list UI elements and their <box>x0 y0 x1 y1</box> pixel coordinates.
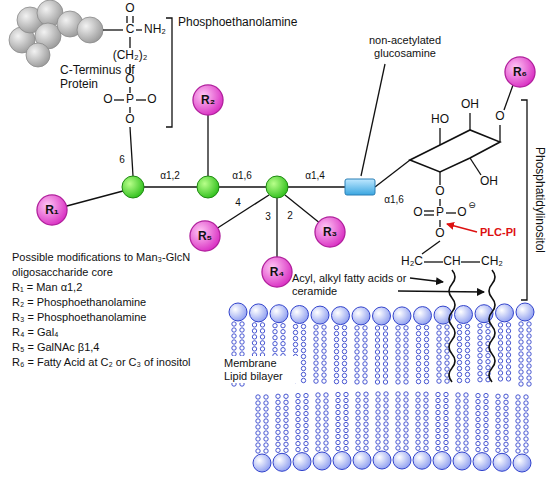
linkage-label: α1,6 <box>384 194 404 206</box>
cleavage-arrow <box>447 224 477 232</box>
group-symbol: CH₂ <box>481 255 503 269</box>
substituent-circle: R₃ <box>314 216 346 248</box>
substituent-circle: R₁ <box>36 194 68 226</box>
position-number: 6 <box>119 154 125 166</box>
glucosamine-label: non-acetylated glucosamine <box>357 34 453 59</box>
membrane-label: Membrane Lipid bilayer <box>222 356 300 383</box>
legend-line: R₅ = GalNAc β1,4 <box>12 340 227 355</box>
group-symbol: CH <box>443 255 460 269</box>
protein-blob <box>9 0 103 67</box>
substituent-label: R₂ <box>192 93 224 107</box>
legend-line: R₁ = Man α1,2 <box>12 280 227 295</box>
legend-line: R₆ = Fatty Acid at C₂ or C₃ of inositol <box>12 355 227 370</box>
lipid-label: Acyl, alkyl fatty acids or ceramide <box>292 272 417 297</box>
bracket-label: Phosphatidylinositol <box>532 147 546 253</box>
legend-line: R₂ = Phosphoethanolamine <box>12 295 227 310</box>
substituent-circle: R₆ <box>504 56 536 88</box>
linkage-label: α1,4 <box>305 170 325 182</box>
enzyme-label: PLC-PI <box>480 226 516 239</box>
group-symbol: (CH₂)₂ <box>113 49 148 63</box>
linkage-label: α1,2 <box>160 170 180 182</box>
substituent-label: R₄ <box>261 265 293 279</box>
legend-line: R₄ = Gal₄ <box>12 325 227 340</box>
mannose-residues <box>122 176 288 198</box>
legend-line: Possible modifications to Man₃-GlcN olig… <box>12 250 227 280</box>
bracket-label: Phosphoethanolamine <box>178 16 297 30</box>
substituent-circle: R₂ <box>192 84 224 116</box>
position-number: 4 <box>235 197 241 209</box>
hydroxyl-label: HO <box>431 113 449 127</box>
protein-label: C-Terminus of Protein <box>60 64 140 92</box>
glucosamine-block <box>345 179 375 195</box>
atom-symbol: O <box>147 93 156 107</box>
linkage-label: α1,6 <box>232 170 252 182</box>
substituent-label: R₆ <box>504 65 536 79</box>
atom-symbol: C <box>126 23 135 37</box>
atom-symbol: P <box>436 206 444 220</box>
hydroxyl-label: OH <box>461 98 479 112</box>
substituent-label: R₅ <box>189 229 221 243</box>
hydroxyl-label: OH <box>480 175 498 189</box>
atom-symbol: O <box>495 110 504 124</box>
substituent-label: R₁ <box>36 203 68 217</box>
atom-symbol: P <box>126 93 134 107</box>
atom-symbol: O <box>457 206 466 220</box>
atom-symbol: O <box>413 206 422 220</box>
atom-symbol: O <box>125 2 134 16</box>
atom-symbol: O <box>435 227 444 241</box>
atom-symbol: O <box>435 185 444 199</box>
group-symbol: H₂C <box>401 255 423 269</box>
legend-column: Possible modifications to Man₃-GlcN olig… <box>12 250 227 370</box>
position-number: 3 <box>265 211 271 223</box>
atom-symbol: O <box>125 113 134 127</box>
position-number: 2 <box>287 210 293 222</box>
substituent-circle: R₄ <box>261 256 293 288</box>
lipid-bilayer <box>229 303 534 472</box>
legend-line: R₃ = Phosphoethanolamine <box>12 310 227 325</box>
atom-symbol: O <box>103 93 112 107</box>
substituent-circle: R₅ <box>189 220 221 252</box>
atom-symbol: NH₂ <box>144 23 166 37</box>
substituent-label: R₃ <box>314 225 346 239</box>
charge-symbol: ⊖ <box>468 200 476 210</box>
